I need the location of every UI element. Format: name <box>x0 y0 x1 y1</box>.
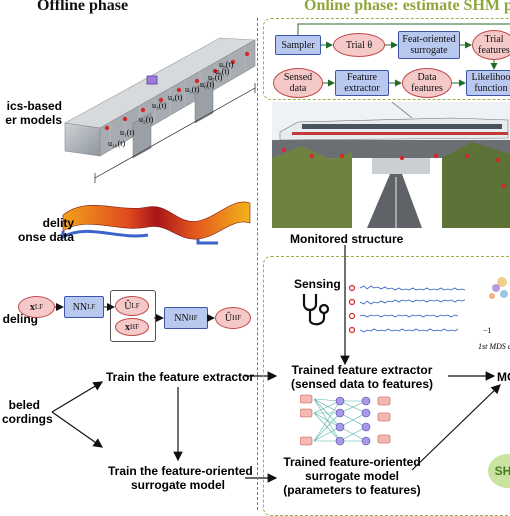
axis-tick: −1 <box>483 326 492 335</box>
trial-features-node: Trial features <box>472 30 510 60</box>
sensed-data-node: Sensed data <box>273 68 323 98</box>
stethoscope-icon <box>302 294 330 326</box>
train-extractor-label: Train the feature extractor <box>106 370 255 384</box>
sensor-label: u₂(t) <box>139 115 154 124</box>
feat-surrogate-node: Feat-oriented surrogate <box>398 31 460 59</box>
train-surrogate-label: Train the feature-oriented surrogate mod… <box>108 464 253 492</box>
data-features-node: Data features <box>402 68 452 98</box>
trial-theta-node: Trial θ <box>333 33 385 57</box>
lf-output-group <box>110 290 156 342</box>
sensor-label: u₇(t) <box>208 73 223 82</box>
trained-surrogate-label: Trained feature-oriented surrogate model… <box>283 455 421 497</box>
monitored-bridge-photo <box>272 102 510 228</box>
feature-extractor-node: Feature extractor <box>335 70 389 96</box>
online-phase-title: Online phase: estimate SHM pa <box>304 0 510 14</box>
labeled-recordings-label: beled cordings <box>2 398 53 426</box>
physics-models-label: ics-based er models <box>5 99 62 127</box>
trained-extractor-label: Trained feature extractor (sensed data t… <box>290 363 434 391</box>
beam-fe-model <box>64 37 257 183</box>
monitored-structure-label: Monitored structure <box>290 232 404 246</box>
neural-network-graphic <box>300 394 391 446</box>
sh-label: SH <box>494 464 510 478</box>
sensor-label: u₄(t) <box>168 93 183 102</box>
sensor-signals <box>348 284 466 334</box>
sh-badge: SH <box>488 454 510 488</box>
sensor-label: u₃(t) <box>152 101 167 110</box>
displacement-field-plot <box>61 201 251 245</box>
fidelity-data-label: delity onse data <box>17 216 74 244</box>
online-top-region <box>263 18 510 100</box>
phase-divider <box>257 18 258 510</box>
sensor-label: u₆(t) <box>200 80 215 89</box>
sensor-label: u₈(t) <box>215 67 230 76</box>
mc-label: MC <box>497 370 510 384</box>
sampler-node: Sampler <box>275 35 321 55</box>
offline-phase-title: Offline phase <box>37 0 129 14</box>
axis-label: 1st MDS c <box>478 342 510 351</box>
sensor-label: u₉(t) <box>219 60 234 69</box>
sensor-label: u₁₀(t) <box>108 139 126 148</box>
sensor-label: u₅(t) <box>185 85 200 94</box>
mds-scatter-fragment <box>489 277 508 299</box>
likelihood-node: Likelihoo function <box>466 70 510 96</box>
sensing-label: Sensing <box>294 277 341 291</box>
sensor-label: u₁(t) <box>120 128 135 137</box>
